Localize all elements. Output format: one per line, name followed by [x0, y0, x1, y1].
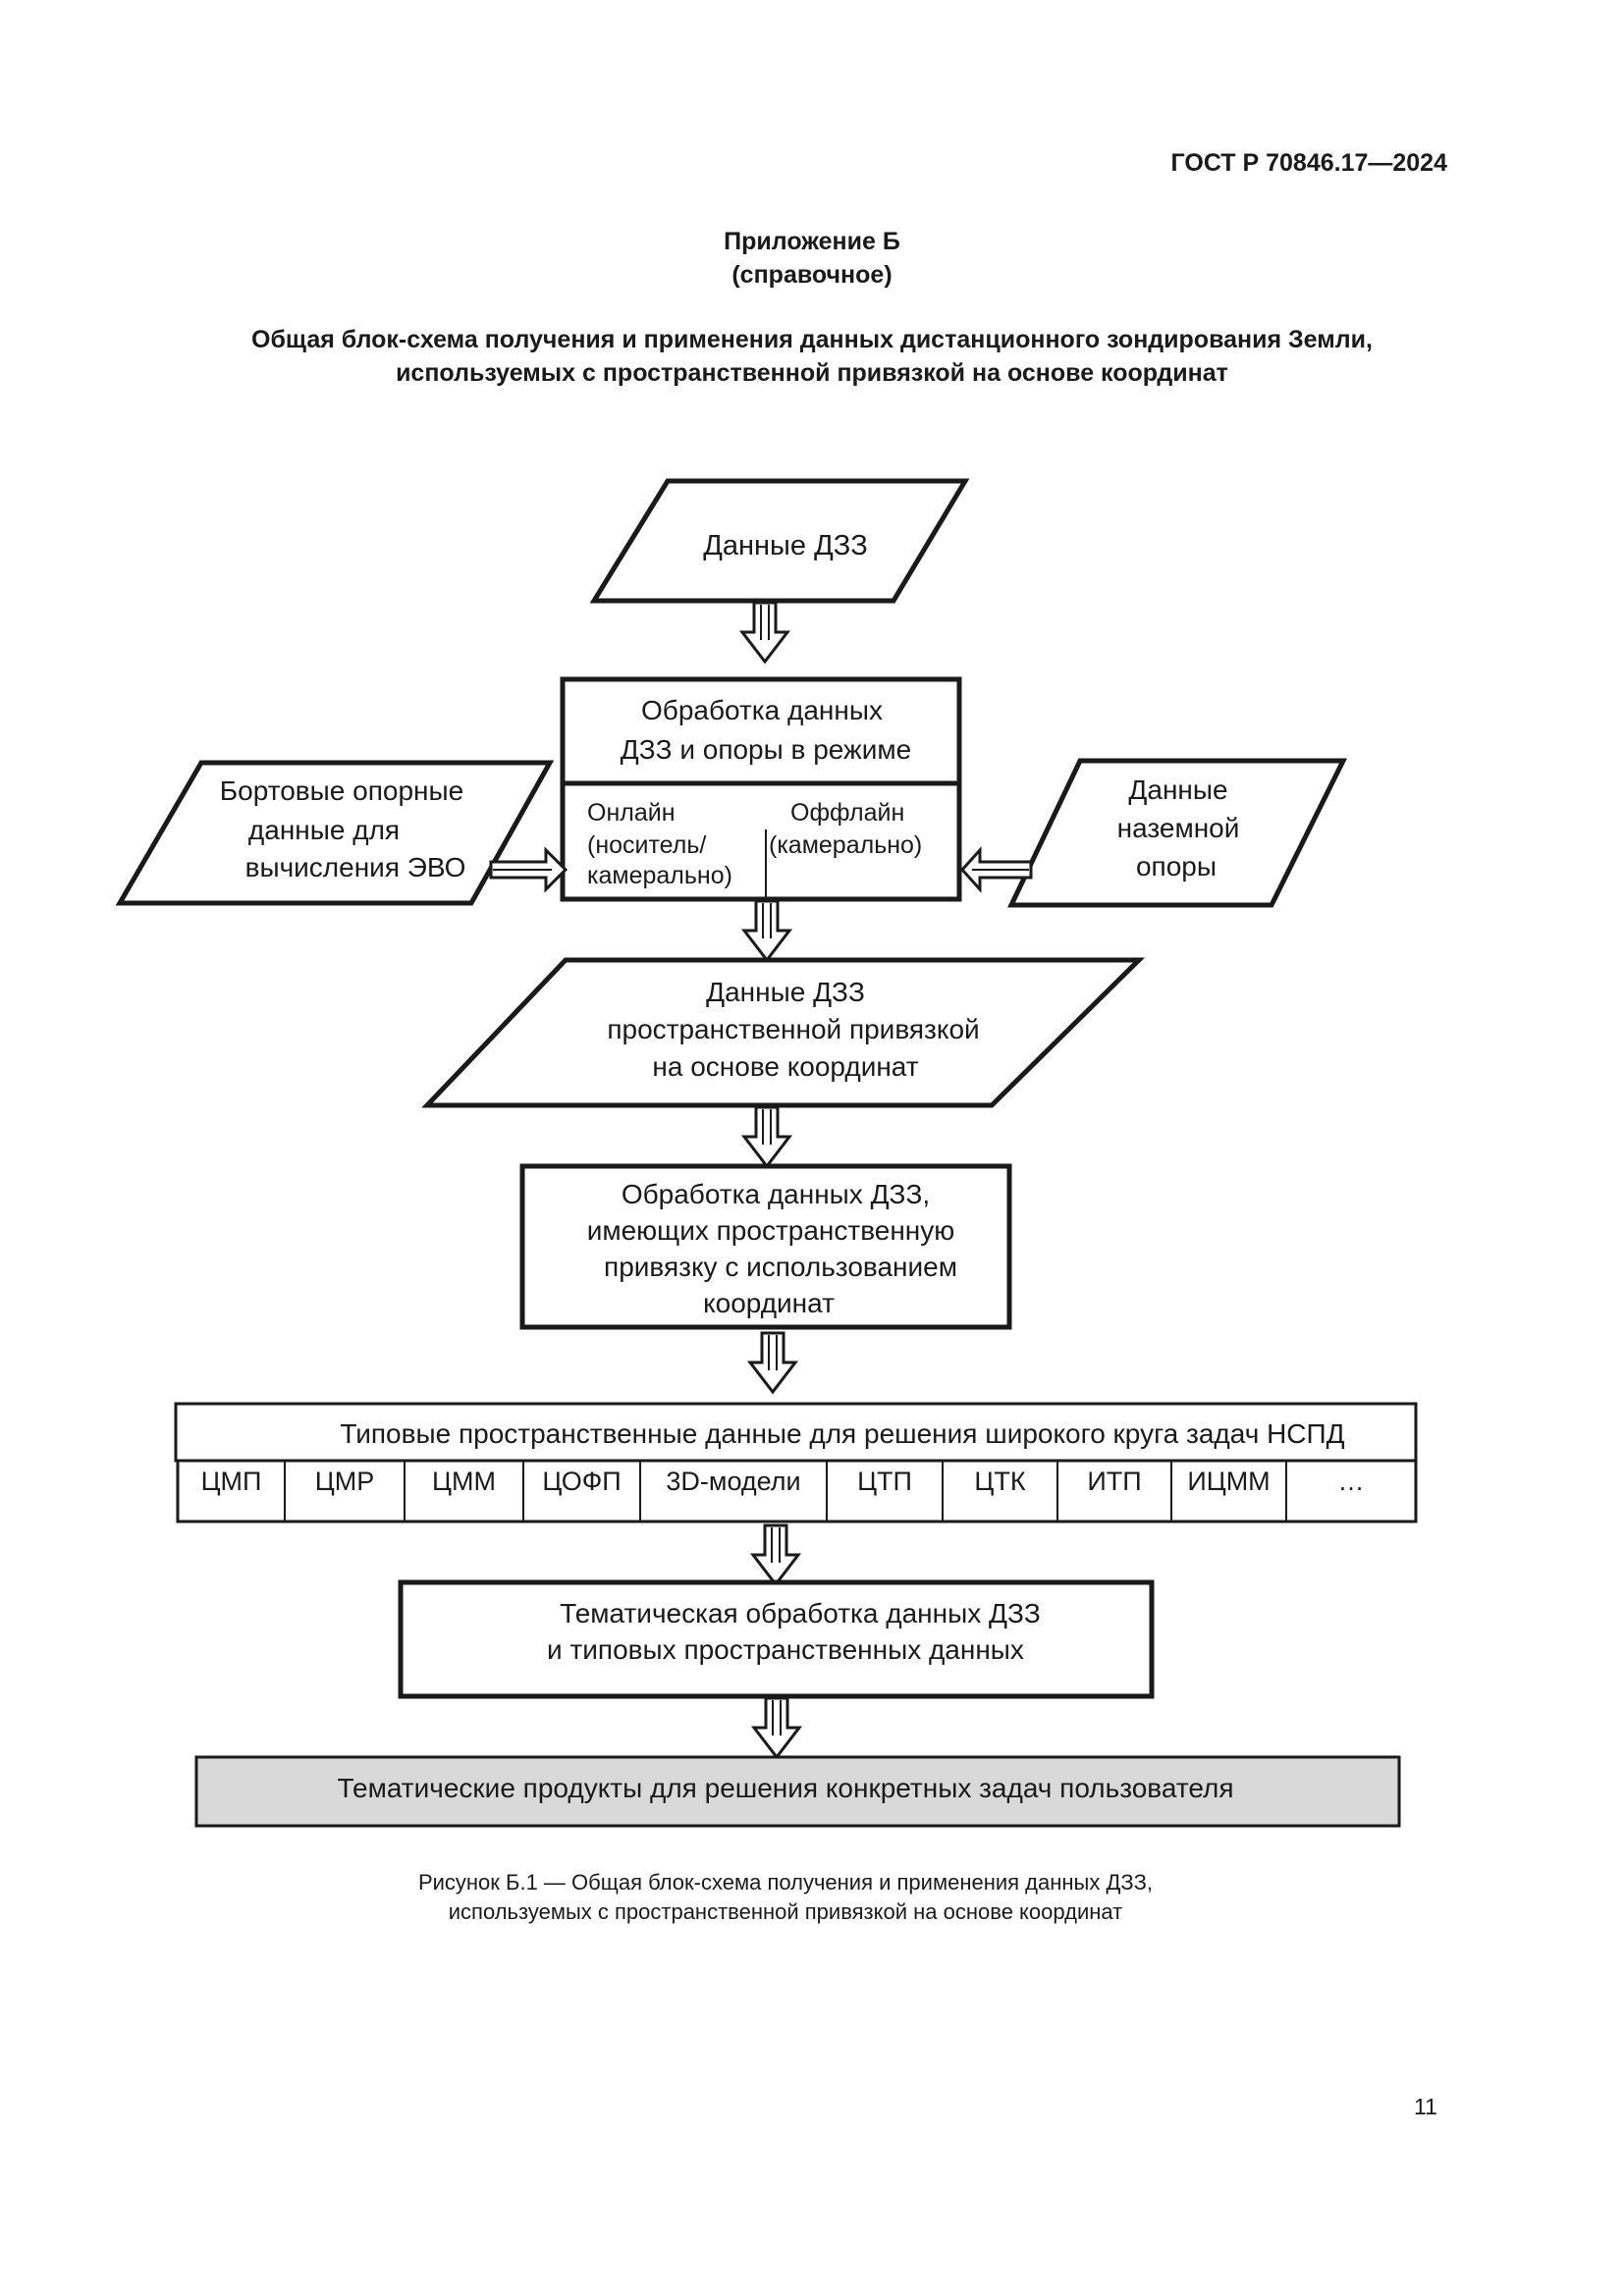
georef-processing-node: Обработка данных ДЗЗ, имеющих пространст…	[519, 1163, 1012, 1330]
onboard-label-line3: вычисления ЭВО	[245, 852, 466, 882]
input-data-label: Данные ДЗЗ	[703, 530, 868, 561]
arrow-down-3	[742, 1105, 791, 1168]
thematic-products-label: Тематические продукты для решения конкре…	[338, 1773, 1234, 1803]
georef-label-line3: на основе координат	[652, 1051, 918, 1082]
georef-data-node: Данные ДЗЗ пространственной привязкой на…	[421, 957, 1146, 1108]
online-label-line3: камерально)	[587, 862, 732, 889]
input-data-node: Данные ДЗЗ	[589, 478, 970, 604]
georef-processing-line1: Обработка данных ДЗЗ,	[622, 1179, 930, 1209]
onboard-data-node: Бортовые опорные данные для вычисления Э…	[115, 760, 555, 906]
typical-data-cell: ЦММ	[432, 1467, 496, 1496]
georef-processing-line3: привязку с использованием	[604, 1252, 957, 1282]
typical-data-cell: ИЦММ	[1187, 1467, 1270, 1496]
offline-label-line2: (камерально)	[769, 831, 922, 859]
figure-caption-line1: Рисунок Б.1 — Общая блок-схема получения…	[417, 1870, 1154, 1895]
typical-data-cell: ЦТП	[857, 1467, 912, 1496]
georef-label-line1: Данные ДЗЗ	[706, 977, 865, 1007]
page-number: 11	[1414, 2094, 1437, 2119]
onboard-label-line1: Бортовые опорные	[220, 775, 463, 806]
typical-data-cell: ЦМР	[315, 1467, 374, 1496]
georef-label-line2: пространственной привязкой	[607, 1014, 979, 1044]
arrow-down-5	[751, 1523, 800, 1586]
ground-label-line2: наземной	[1117, 813, 1240, 843]
ground-data-node: Данные наземной опоры	[1007, 758, 1348, 908]
thematic-processing-node: Тематическая обработка данных ДЗЗ и типо…	[398, 1579, 1155, 1699]
ground-label-line1: Данные	[1128, 774, 1227, 805]
arrow-down-6	[752, 1696, 801, 1759]
figure-caption-line2: используемых с пространственной привязко…	[448, 1899, 1123, 1924]
ground-label-line3: опоры	[1136, 851, 1217, 881]
typical-data-cell: …	[1338, 1467, 1365, 1496]
typical-data-cell: ЦМП	[201, 1467, 262, 1496]
document-code: ГОСТ Р 70846.17—2024	[1170, 149, 1447, 177]
typical-data-title: Типовые пространственные данные для реше…	[340, 1418, 1344, 1449]
offline-label-line1: Оффлайн	[790, 799, 904, 827]
typical-data-cell: ЦОФП	[542, 1467, 621, 1496]
appendix-title: Приложение Б	[724, 228, 900, 255]
typical-data-node: Типовые пространственные данные для реше…	[174, 1402, 1418, 1523]
figure-heading-line2: используемых с пространственной привязко…	[396, 359, 1228, 387]
appendix-type: (справочное)	[731, 261, 893, 289]
georef-processing-line2: имеющих пространственную	[587, 1215, 955, 1246]
arrow-down-1	[740, 601, 789, 664]
typical-data-cells: ЦМП ЦМР ЦММ ЦОФП 3D-модели ЦТП ЦТК ИТП ИЦММ …	[201, 1461, 1365, 1522]
typical-data-cell: 3D-модели	[666, 1467, 800, 1496]
arrow-down-4	[748, 1331, 797, 1394]
thematic-processing-line2: и типовых пространственных данных	[547, 1634, 1024, 1665]
arrow-down-2	[742, 899, 791, 962]
georef-processing-line4: координат	[703, 1288, 835, 1318]
processing-node: Обработка данных ДЗЗ и опоры в режиме Он…	[560, 676, 962, 902]
onboard-label-line2: данные для	[248, 815, 400, 845]
typical-data-cell: ЦТК	[974, 1467, 1025, 1496]
online-label-line2: (носитель/	[587, 831, 706, 859]
thematic-products-node: Тематические продукты для решения конкре…	[194, 1755, 1401, 1828]
figure-heading-line1: Общая блок-схема получения и применения …	[251, 326, 1373, 353]
arrow-right-onboard	[489, 846, 568, 893]
processing-label-line1: Обработка данных	[641, 695, 883, 725]
arrow-left-ground	[959, 846, 1033, 893]
online-label-line1: Онлайн	[587, 799, 676, 827]
typical-data-cell: ИТП	[1087, 1467, 1141, 1496]
processing-label-line2: ДЗЗ и опоры в режиме	[621, 734, 911, 765]
thematic-processing-line1: Тематическая обработка данных ДЗЗ	[560, 1598, 1041, 1629]
